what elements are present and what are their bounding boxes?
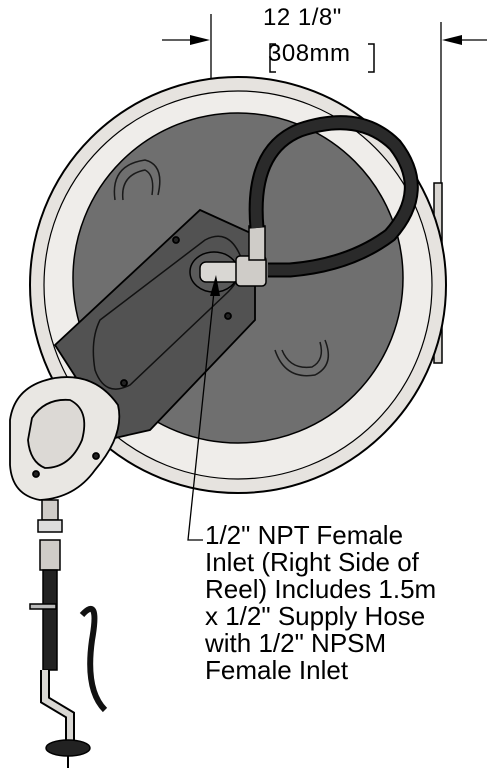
callout-line: Inlet (Right Side of	[205, 547, 419, 577]
mm-brackets	[269, 43, 375, 73]
callout-line: Reel) Includes 1.5m	[205, 574, 437, 604]
callout-line: Female Inlet	[205, 655, 349, 685]
swivel-hub	[189, 225, 267, 293]
hose-outlet-guide	[9, 376, 121, 501]
supply-hose	[248, 115, 419, 278]
callout-line: with 1/2" NPSM	[205, 628, 387, 658]
dimension-mm-label: 308mm	[268, 40, 351, 67]
dimension-arrows	[190, 35, 462, 45]
callout-line: 1/2" NPT Female	[205, 520, 404, 550]
callout-arrowhead	[210, 275, 220, 296]
callout-line: x 1/2" Supply Hose	[205, 601, 426, 631]
spray-hose-assembly	[29, 499, 108, 768]
disc-slots	[113, 159, 330, 377]
inlet-callout: 1/2" NPT Female Inlet (Right Side of Ree…	[205, 522, 436, 684]
callout-leader	[187, 281, 216, 541]
dimension-inches-label: 12 1/8"	[263, 4, 342, 31]
